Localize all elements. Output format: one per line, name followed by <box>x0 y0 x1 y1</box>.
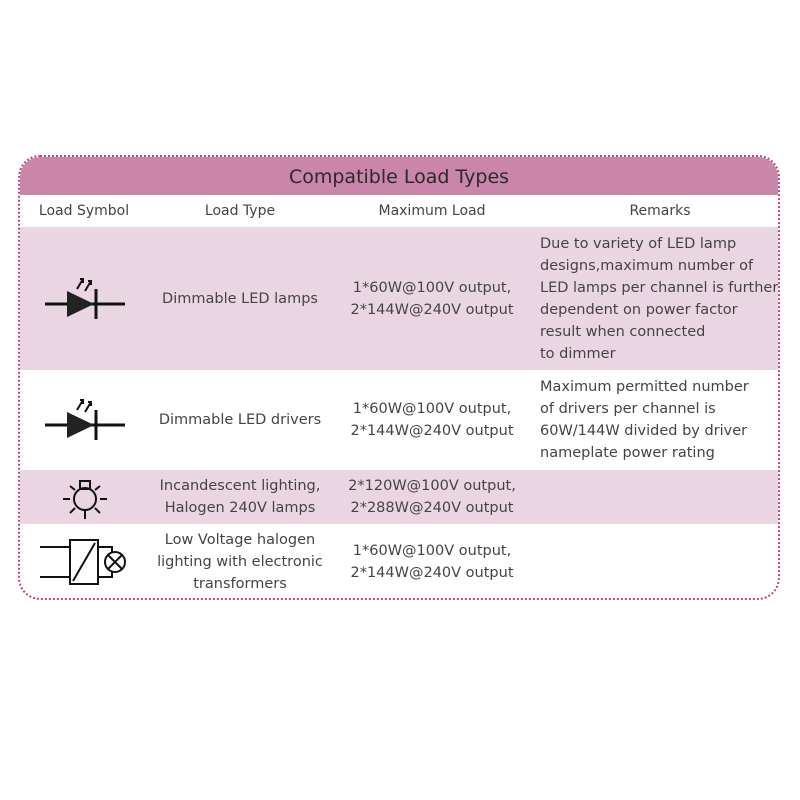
remarks-line: result when connected <box>540 323 706 340</box>
max-load: 2*120W@100V output, 2*288W@240V output <box>332 470 532 524</box>
table-row: Incandescent lighting, Halogen 240V lamps… <box>20 470 778 524</box>
remarks-line: Maximum permitted number <box>540 379 749 395</box>
load-type-line: Halogen 240V lamps <box>164 500 316 516</box>
remarks-line: nameplate power rating <box>540 445 715 461</box>
load-type: Dimmable LED lamps <box>162 290 318 307</box>
load-type-line: Incandescent lighting, <box>159 478 321 494</box>
electronic-transformer-icon <box>20 524 150 598</box>
remarks-line: 60W/144W divided by driver <box>540 423 748 439</box>
table-row: Dimmable LED drivers 1*60W@100V output, 2… <box>20 370 778 470</box>
load-type: Dimmable LED drivers <box>158 412 322 428</box>
max-load: 1*60W@100V output, 2*144W@240V output <box>332 370 532 470</box>
header-maximum-load: Maximum Load <box>378 203 486 219</box>
table-row: Low Voltage halogen lighting with electro… <box>20 524 778 598</box>
load-type-line: Low Voltage halogen <box>164 532 316 548</box>
max-load-line: 1*60W@100V output, <box>352 279 512 296</box>
remarks-line: dependent on power factor <box>540 301 738 318</box>
load-types-table: Compatible Load Types Load Symbol Load T… <box>18 155 780 600</box>
table-row: Dimmable LED lamps 1*60W@100V output, 2*1… <box>20 227 778 370</box>
max-load-line: 1*60W@100V output, <box>352 543 512 559</box>
max-load-line: 2*144W@240V output <box>350 301 514 318</box>
max-load-line: 2*144W@240V output <box>350 423 514 439</box>
max-load-line: 2*144W@240V output <box>350 565 514 581</box>
remarks: Maximum permitted number of drivers per … <box>540 370 778 470</box>
header-load-type: Load Type <box>204 203 276 219</box>
led-icon <box>20 370 150 470</box>
remarks: Due to variety of LED lamp designs,maxim… <box>540 227 779 370</box>
max-load: 1*60W@100V output, 2*144W@240V output <box>332 524 532 598</box>
remarks-line: of drivers per channel is <box>540 401 716 417</box>
max-load: 1*60W@100V output, 2*144W@240V output <box>332 227 532 370</box>
max-load-line: 1*60W@100V output, <box>352 401 512 417</box>
max-load-line: 2*120W@100V output, <box>348 478 516 494</box>
load-type-line: lighting with electronic <box>157 554 323 570</box>
incandescent-lamp-icon <box>20 470 150 524</box>
header-remarks: Remarks <box>629 203 691 219</box>
led-icon <box>20 227 150 370</box>
remarks-line: designs,maximum number of <box>540 257 754 274</box>
remarks-line: Due to variety of LED lamp <box>540 235 737 252</box>
max-load-line: 2*288W@240V output <box>350 500 514 516</box>
table-title: Compatible Load Types <box>20 157 778 195</box>
load-type: Incandescent lighting, Halogen 240V lamps <box>150 470 330 524</box>
load-type: Low Voltage halogen lighting with electro… <box>150 524 330 598</box>
header-load-symbol: Load Symbol <box>38 203 130 219</box>
remarks-line: LED lamps per channel is further <box>540 279 779 296</box>
load-type-line: transformers <box>193 576 287 592</box>
remarks-line: to dimmer <box>540 345 616 362</box>
